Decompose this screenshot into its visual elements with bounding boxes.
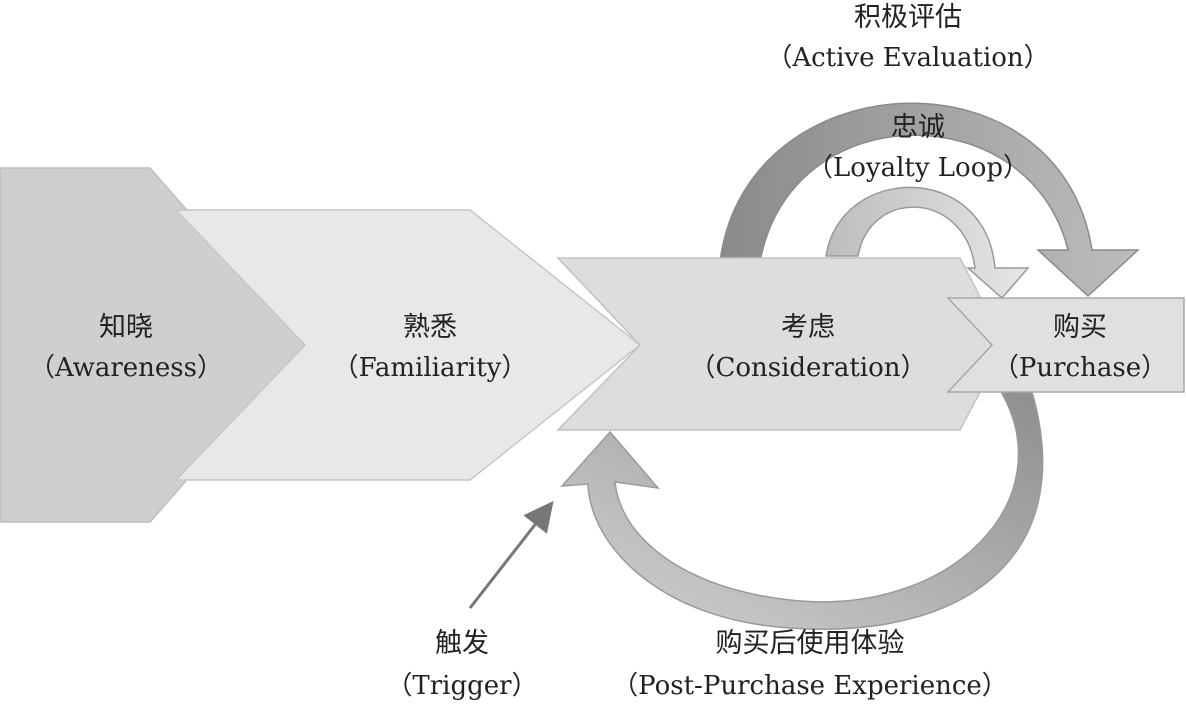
post-purchase-label-zh: 购买后使用体验 [716, 628, 905, 659]
consideration-label-zh: 考虑 [781, 312, 835, 343]
familiarity-label-zh: 熟悉 [403, 312, 457, 343]
purchase-label-en: （Purchase） [993, 353, 1167, 383]
post-purchase-arrow [560, 389, 1044, 630]
active-evaluation-label-zh: 积极评估 [854, 2, 962, 33]
loyalty-loop-label-en: （Loyalty Loop） [807, 153, 1029, 183]
trigger-arrow [468, 500, 554, 609]
loyalty-loop-label-zh: 忠诚 [891, 112, 945, 143]
consideration-label-en: （Consideration） [689, 353, 926, 383]
stage-consideration-shape [556, 257, 1006, 431]
awareness-label-en: （Awareness） [29, 353, 223, 383]
loyalty-loop-arrow [825, 186, 1030, 300]
active-evaluation-arrow [719, 102, 1140, 298]
familiarity-label-en: （Familiarity） [333, 353, 528, 383]
purchase-label-zh: 购买 [1053, 312, 1107, 343]
post-purchase-label-en: （Post-Purchase Experience） [612, 671, 1008, 701]
trigger-label-en: （Trigger） [386, 671, 537, 701]
awareness-label-zh: 知晓 [99, 312, 153, 343]
stage-purchase-shape [946, 297, 1185, 393]
active-evaluation-label-en: （Active Evaluation） [766, 43, 1049, 73]
trigger-label-zh: 触发 [435, 628, 489, 659]
stage-familiarity-shape [174, 209, 642, 481]
